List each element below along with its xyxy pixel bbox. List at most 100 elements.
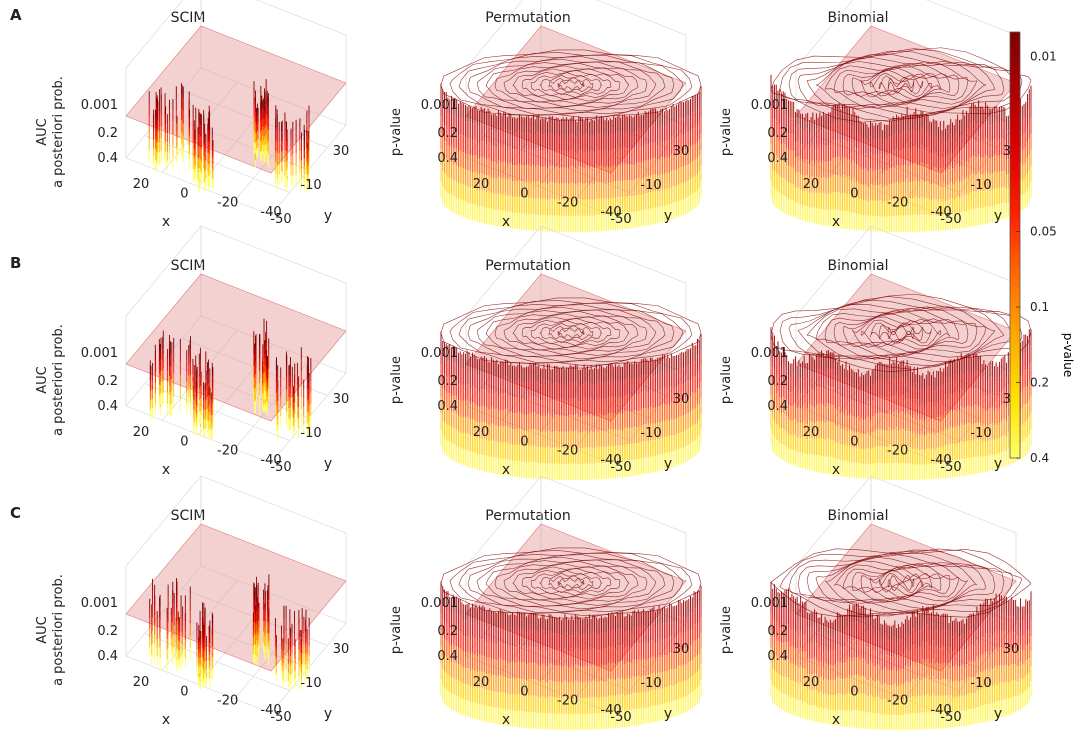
panel-a-3: Binomial0.0010.20.4p-value200-20-40x30-1… — [719, 0, 1032, 233]
surface-mesh-ring — [494, 63, 648, 107]
surface-mesh-ring — [494, 311, 648, 355]
panel-b-2: Permutation0.0010.20.4p-value200-20-40x3… — [389, 225, 702, 481]
panel-title: Binomial — [828, 258, 889, 274]
surface-mesh-ring — [833, 63, 969, 107]
surface-mesh-ring — [467, 304, 675, 362]
z-tick-label: 0.4 — [767, 151, 788, 166]
x-tick-label: -40 — [930, 205, 951, 220]
y-tick-label: -50 — [940, 212, 961, 227]
surface-mesh-ring — [521, 69, 621, 101]
z-tick-label: 0.4 — [437, 399, 458, 414]
x-tick-label: 20 — [133, 425, 150, 440]
x-tick-label: 20 — [473, 425, 490, 440]
y-tick-label: -50 — [610, 460, 631, 475]
z-tick-label: 0.2 — [437, 374, 458, 389]
surface-mesh-ring — [503, 313, 639, 353]
z-axis-label: p-value — [389, 356, 404, 404]
y-tick-label: -10 — [640, 178, 661, 193]
surface-mesh-ring — [440, 49, 702, 121]
x-tick-label: -20 — [887, 196, 908, 211]
surface-mesh-ring — [485, 309, 657, 357]
x-axis-label: x — [162, 462, 170, 478]
surface-mesh-ring — [476, 306, 666, 360]
z-tick-label: 0.4 — [97, 399, 118, 414]
axes-back-right-wall — [200, 0, 347, 125]
z-axis-label: AUC — [35, 366, 50, 394]
x-axis-label: x — [502, 462, 510, 478]
surface-mesh-ring — [530, 72, 612, 98]
x-tick-label: 0 — [180, 434, 188, 449]
z-tick-label: 0.2 — [767, 126, 788, 141]
panel-title: SCIM — [171, 258, 206, 274]
surface-mesh-ring — [887, 76, 915, 94]
x-tick-label: -20 — [217, 196, 238, 211]
surface-mesh-ring — [458, 303, 684, 363]
x-tick-label: 0 — [180, 186, 188, 201]
surface-mesh-ring — [512, 316, 630, 350]
surface-mesh-ring — [521, 317, 621, 349]
y-tick-label: 30 — [333, 392, 350, 407]
surface-top-mesh — [440, 297, 702, 369]
x-tick-label: 0 — [520, 434, 528, 449]
z-tick-label: 0.001 — [421, 346, 458, 361]
surface — [148, 79, 310, 193]
surface-mesh-ring — [548, 324, 594, 342]
z-axis-label: a posteriori prob. — [51, 324, 66, 436]
y-axis-label: y — [664, 208, 672, 224]
surface-mesh-ring — [485, 61, 657, 109]
x-tick-label: 0 — [850, 186, 858, 201]
surface-mesh-ring — [476, 58, 666, 112]
z-tick-label: 0.2 — [437, 126, 458, 141]
y-tick-label: -50 — [270, 460, 291, 475]
surface-mesh-ring — [824, 61, 978, 109]
surface-mesh-ring — [440, 297, 702, 369]
y-axis-label: y — [994, 208, 1002, 224]
y-tick-label: -10 — [970, 178, 991, 193]
x-axis-label: x — [832, 214, 840, 230]
z-axis-label: a posteriori prob. — [51, 76, 66, 188]
y-axis-label: y — [664, 456, 672, 472]
x-tick-label: -40 — [600, 205, 621, 220]
z-tick-label: 0.4 — [437, 151, 458, 166]
surface-mesh-ring — [449, 52, 693, 118]
surface — [440, 83, 702, 233]
z-axis-label: p-value — [389, 108, 404, 156]
z-tick-label: 0.2 — [97, 126, 118, 141]
surface-mesh-ring — [779, 48, 1023, 122]
surface — [770, 74, 1032, 233]
x-tick-label: 20 — [133, 177, 150, 192]
surface-mesh-ring — [467, 56, 675, 114]
surface-mesh-ring — [512, 68, 630, 102]
surface-mesh-ring — [815, 61, 987, 109]
x-tick-label: -40 — [260, 453, 281, 468]
surface-mesh-ring — [806, 57, 996, 113]
x-axis-label: x — [502, 214, 510, 230]
x-tick-label: -40 — [260, 205, 281, 220]
z-axis-label: AUC — [35, 118, 50, 146]
surface-mesh-ring — [503, 65, 639, 105]
panel-title: Permutation — [485, 10, 570, 26]
surface — [149, 318, 312, 441]
surface-top-mesh — [770, 47, 1032, 123]
axes-back-right-wall — [540, 0, 687, 125]
surface-top-mesh — [440, 49, 702, 121]
y-tick-label: -10 — [300, 426, 321, 441]
panel-title: SCIM — [171, 10, 206, 26]
surface-mesh-ring — [538, 323, 603, 343]
x-tick-label: 0 — [520, 186, 528, 201]
surface-mesh-ring — [770, 47, 1032, 123]
panel-a-2: Permutation0.0010.20.4p-value200-20-40x3… — [389, 0, 702, 233]
surface-mesh-ring — [530, 320, 612, 346]
x-tick-label: 20 — [473, 177, 490, 192]
x-axis-label: x — [162, 214, 170, 230]
y-axis-label: y — [324, 456, 332, 472]
y-axis-label: y — [324, 208, 332, 224]
y-tick-label: 30 — [333, 144, 350, 159]
axes-back-right-wall — [540, 225, 687, 373]
y-tick-label: -50 — [610, 212, 631, 227]
z-tick-label: 0.001 — [81, 346, 118, 361]
z-tick-label: 0.4 — [97, 151, 118, 166]
threshold-plane — [125, 273, 347, 422]
z-tick-label: 0.001 — [81, 98, 118, 113]
